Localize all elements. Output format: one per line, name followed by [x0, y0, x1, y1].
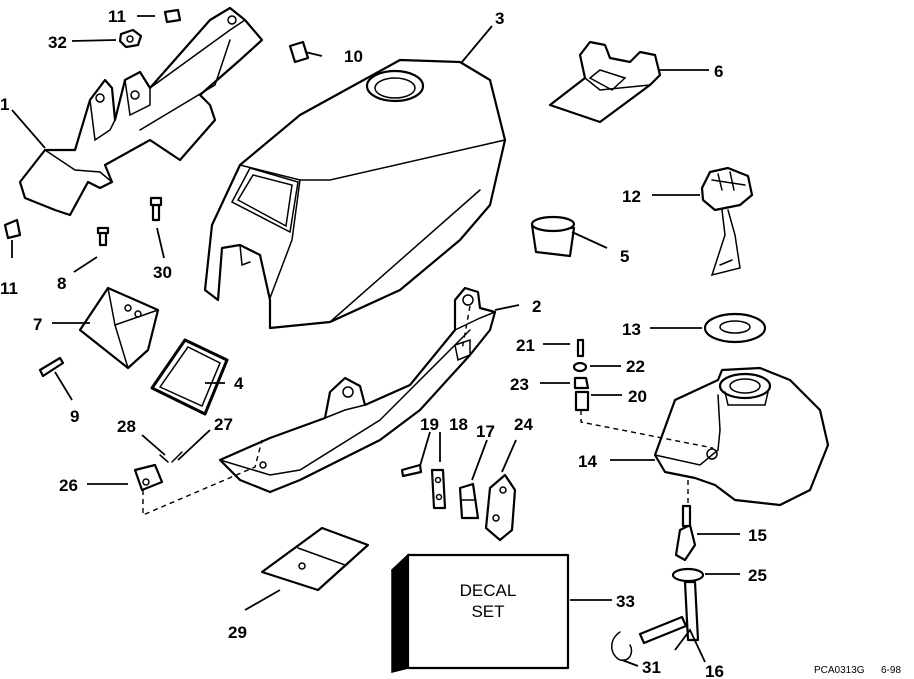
callout-26: 26 — [59, 476, 78, 495]
figure-code-date: 6-98 — [881, 665, 901, 676]
callout-7: 7 — [33, 315, 42, 334]
callout-12: 12 — [622, 187, 641, 206]
decal-line-1: DECAL — [460, 581, 517, 600]
cup-part — [530, 215, 576, 258]
callout-15: 15 — [748, 526, 767, 545]
callout-numbers: 1 2 3 4 5 6 7 8 9 10 11 11 12 13 14 15 1… — [0, 7, 767, 679]
callout-10: 10 — [344, 47, 363, 66]
callout-24: 24 — [514, 415, 533, 434]
callout-31: 31 — [642, 658, 661, 677]
callout-1: 1 — [0, 95, 9, 114]
callout-11-top: 11 — [108, 7, 126, 26]
callout-21: 21 — [516, 336, 535, 355]
callout-16: 16 — [705, 662, 724, 679]
callout-6: 6 — [714, 62, 723, 81]
figure-code-id: PCA0313G — [814, 665, 865, 676]
callout-9: 9 — [70, 407, 79, 426]
gasket-ring-part — [703, 312, 767, 344]
figure-code: PCA0313G 6-98 — [814, 665, 901, 676]
callout-18: 18 — [449, 415, 468, 434]
callout-11-left: 11 — [0, 279, 18, 298]
callout-28: 28 — [117, 417, 136, 436]
callout-2: 2 — [532, 297, 541, 316]
callout-20: 20 — [628, 387, 647, 406]
callout-30: 30 — [153, 263, 172, 282]
leader-lines — [11, 15, 740, 667]
gasket-frame-part — [150, 338, 229, 416]
callout-14: 14 — [578, 452, 597, 471]
small-hardware — [3, 8, 705, 661]
decal-set-box: DECAL SET — [391, 553, 570, 673]
callout-32: 32 — [48, 33, 67, 52]
wedge-bracket-part — [78, 286, 160, 370]
decal-line-2: SET — [471, 602, 504, 621]
callout-23: 23 — [510, 375, 529, 394]
callout-22: 22 — [626, 357, 645, 376]
callout-3: 3 — [495, 9, 504, 28]
left-bracket-part — [18, 6, 264, 217]
callout-29: 29 — [228, 623, 247, 642]
fuel-cap-part — [700, 166, 754, 277]
latch-plate-part — [548, 40, 662, 124]
right-bracket-part — [218, 286, 497, 494]
callout-13: 13 — [622, 320, 641, 339]
callout-19: 19 — [420, 415, 439, 434]
callout-4: 4 — [234, 374, 244, 393]
callout-27: 27 — [214, 415, 233, 434]
engine-cover-part — [203, 58, 507, 330]
fuel-tank-part — [653, 366, 830, 507]
assembly-lines — [142, 305, 714, 517]
callout-33: 33 — [616, 592, 635, 611]
callout-25: 25 — [748, 566, 767, 585]
callout-5: 5 — [620, 247, 629, 266]
pad-part — [260, 526, 370, 592]
callout-8: 8 — [57, 274, 66, 293]
callout-17: 17 — [476, 422, 495, 441]
